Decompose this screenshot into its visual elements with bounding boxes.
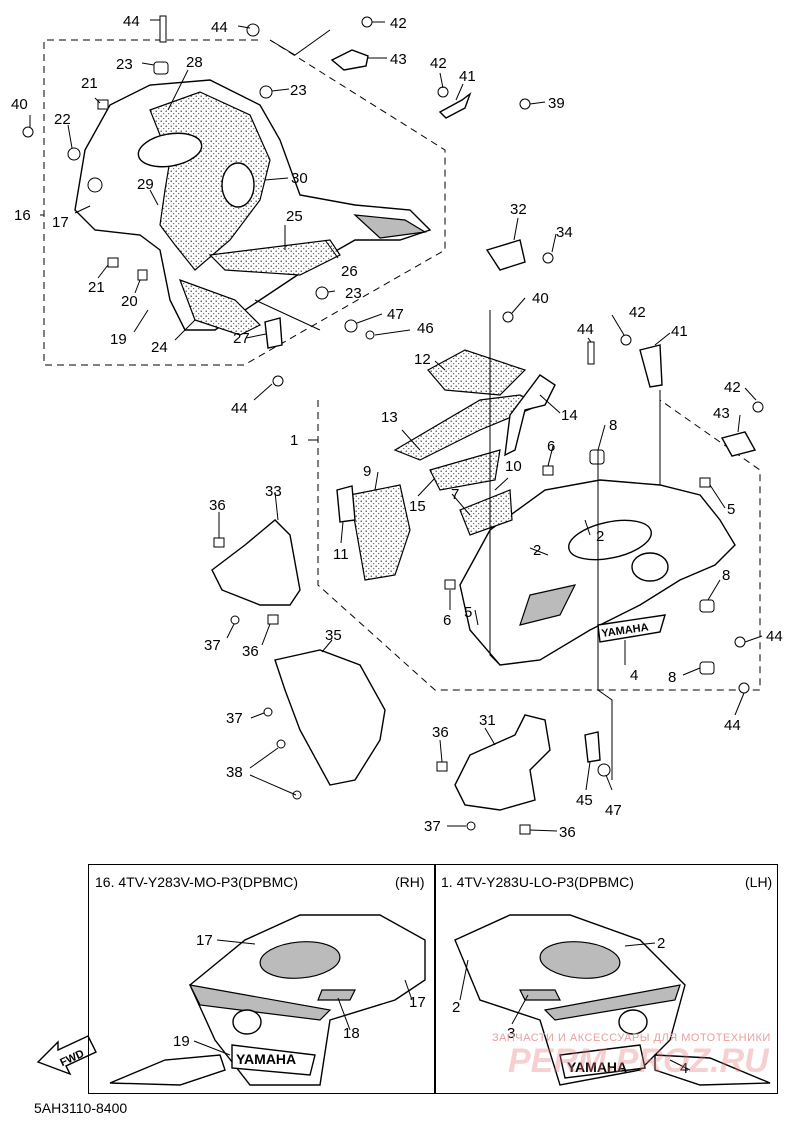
lh-side-label: (LH) — [745, 874, 773, 890]
lower-cowling-lh: YAMAHA — [336, 334, 764, 694]
callout-31: 31 — [479, 712, 496, 729]
callout-42: 42 — [629, 304, 646, 321]
callout-47: 47 — [605, 802, 622, 819]
callout-36: 36 — [242, 643, 259, 660]
callout-1: 1 — [290, 432, 298, 449]
callout-46: 46 — [417, 320, 434, 337]
callout-40: 40 — [532, 290, 549, 307]
callout-5: 5 — [464, 604, 472, 621]
callout-42: 42 — [724, 379, 741, 396]
callout-6: 6 — [443, 612, 451, 629]
rh-variant-title: 16. 4TV-Y283V-MO-P3(DPBMC) — [95, 874, 299, 890]
callout-27: 27 — [233, 330, 250, 347]
callout-29: 29 — [137, 176, 154, 193]
callout-8: 8 — [609, 417, 617, 434]
callout-14: 14 — [561, 407, 578, 424]
callout-43: 43 — [390, 51, 407, 68]
callout-13: 13 — [381, 409, 398, 426]
callout-38: 38 — [226, 764, 243, 781]
callout-44: 44 — [123, 13, 140, 30]
callout-26: 26 — [341, 263, 358, 280]
callout-44: 44 — [231, 400, 248, 417]
callout-15: 15 — [409, 498, 426, 515]
callout-24: 24 — [151, 339, 168, 356]
callout-35: 35 — [325, 627, 342, 644]
callout-23: 23 — [290, 82, 307, 99]
callout-36: 36 — [432, 724, 449, 741]
color-box-rh-illustration: YAMAHA 17 17 18 19 — [109, 914, 426, 1086]
callout-44: 44 — [577, 321, 594, 338]
callout-45: 45 — [576, 792, 593, 809]
callout-2: 2 — [657, 935, 665, 952]
callout-37: 37 — [204, 637, 221, 654]
callout-36: 36 — [209, 497, 226, 514]
leader-lines — [29, 19, 763, 832]
callout-17: 17 — [196, 932, 213, 949]
callout-4: 4 — [680, 1060, 688, 1077]
callout-numbers: 44 23 28 44 42 43 21 23 42 41 40 22 39 3… — [11, 13, 783, 841]
callout-43: 43 — [713, 405, 730, 422]
color-variant-box: 16. 4TV-Y283V-MO-P3(DPBMC) (RH) 1. 4TV-Y… — [88, 864, 778, 1094]
callout-42: 42 — [430, 55, 447, 72]
rh-side-label: (RH) — [395, 874, 425, 890]
callout-8: 8 — [722, 567, 730, 584]
diagram-code: 5AH3110-8400 — [34, 1100, 128, 1116]
callout-22: 22 — [54, 111, 71, 128]
brand-text: YAMAHA — [567, 1059, 627, 1075]
callout-16: 16 — [14, 207, 31, 224]
callout-19: 19 — [110, 331, 127, 348]
callout-44: 44 — [766, 628, 783, 645]
callout-41: 41 — [671, 323, 688, 340]
callout-20: 20 — [121, 293, 138, 310]
callout-37: 37 — [226, 710, 243, 727]
callout-9: 9 — [363, 463, 371, 480]
inner-panels — [211, 519, 611, 835]
callout-30: 30 — [291, 170, 308, 187]
callout-10: 10 — [505, 458, 522, 475]
callout-47: 47 — [387, 306, 404, 323]
callout-21: 21 — [88, 279, 105, 296]
callout-28: 28 — [186, 54, 203, 71]
callout-17: 17 — [52, 214, 69, 231]
callout-32: 32 — [510, 201, 527, 218]
callout-25: 25 — [286, 208, 303, 225]
callout-21: 21 — [81, 75, 98, 92]
callout-23: 23 — [116, 56, 133, 73]
callout-34: 34 — [556, 224, 573, 241]
callout-33: 33 — [265, 483, 282, 500]
callout-17: 17 — [409, 994, 426, 1011]
callout-5: 5 — [727, 501, 735, 518]
callout-7: 7 — [451, 486, 459, 503]
brand-text: YAMAHA — [236, 1051, 296, 1067]
callout-11: 11 — [333, 546, 349, 563]
callout-2: 2 — [533, 542, 541, 559]
callout-19: 19 — [173, 1033, 190, 1050]
callout-12: 12 — [414, 351, 431, 368]
callout-40: 40 — [11, 96, 28, 113]
callout-42: 42 — [390, 15, 407, 32]
callout-23: 23 — [345, 285, 362, 302]
group-16-boundary — [43, 39, 446, 366]
callout-3: 3 — [507, 1025, 515, 1042]
callout-44: 44 — [211, 19, 228, 36]
color-box-lh-illustration: YAMAHA 2 2 3 4 — [452, 914, 771, 1086]
callout-39: 39 — [548, 95, 565, 112]
callout-44: 44 — [724, 717, 741, 734]
callout-8: 8 — [668, 669, 676, 686]
callout-2: 2 — [452, 999, 460, 1016]
callout-41: 41 — [459, 68, 476, 85]
callout-37: 37 — [424, 818, 441, 835]
callout-2: 2 — [596, 528, 604, 545]
callout-36: 36 — [559, 824, 576, 841]
upper-cowling-rh — [74, 79, 432, 336]
watermark-logo: PERM.PROZ.RU — [508, 1042, 769, 1080]
callout-6: 6 — [547, 438, 555, 455]
callout-4: 4 — [630, 667, 638, 684]
watermark-text: ЗАПЧАСТИ И АКСЕССУАРЫ ДЛЯ МОТОТЕХНИКИ — [492, 1032, 771, 1044]
hardware-top — [22, 15, 554, 387]
color-box-divider — [434, 865, 436, 1093]
callout-18: 18 — [343, 1025, 360, 1042]
lh-variant-title: 1. 4TV-Y283U-LO-P3(DPBMC) — [441, 874, 634, 890]
